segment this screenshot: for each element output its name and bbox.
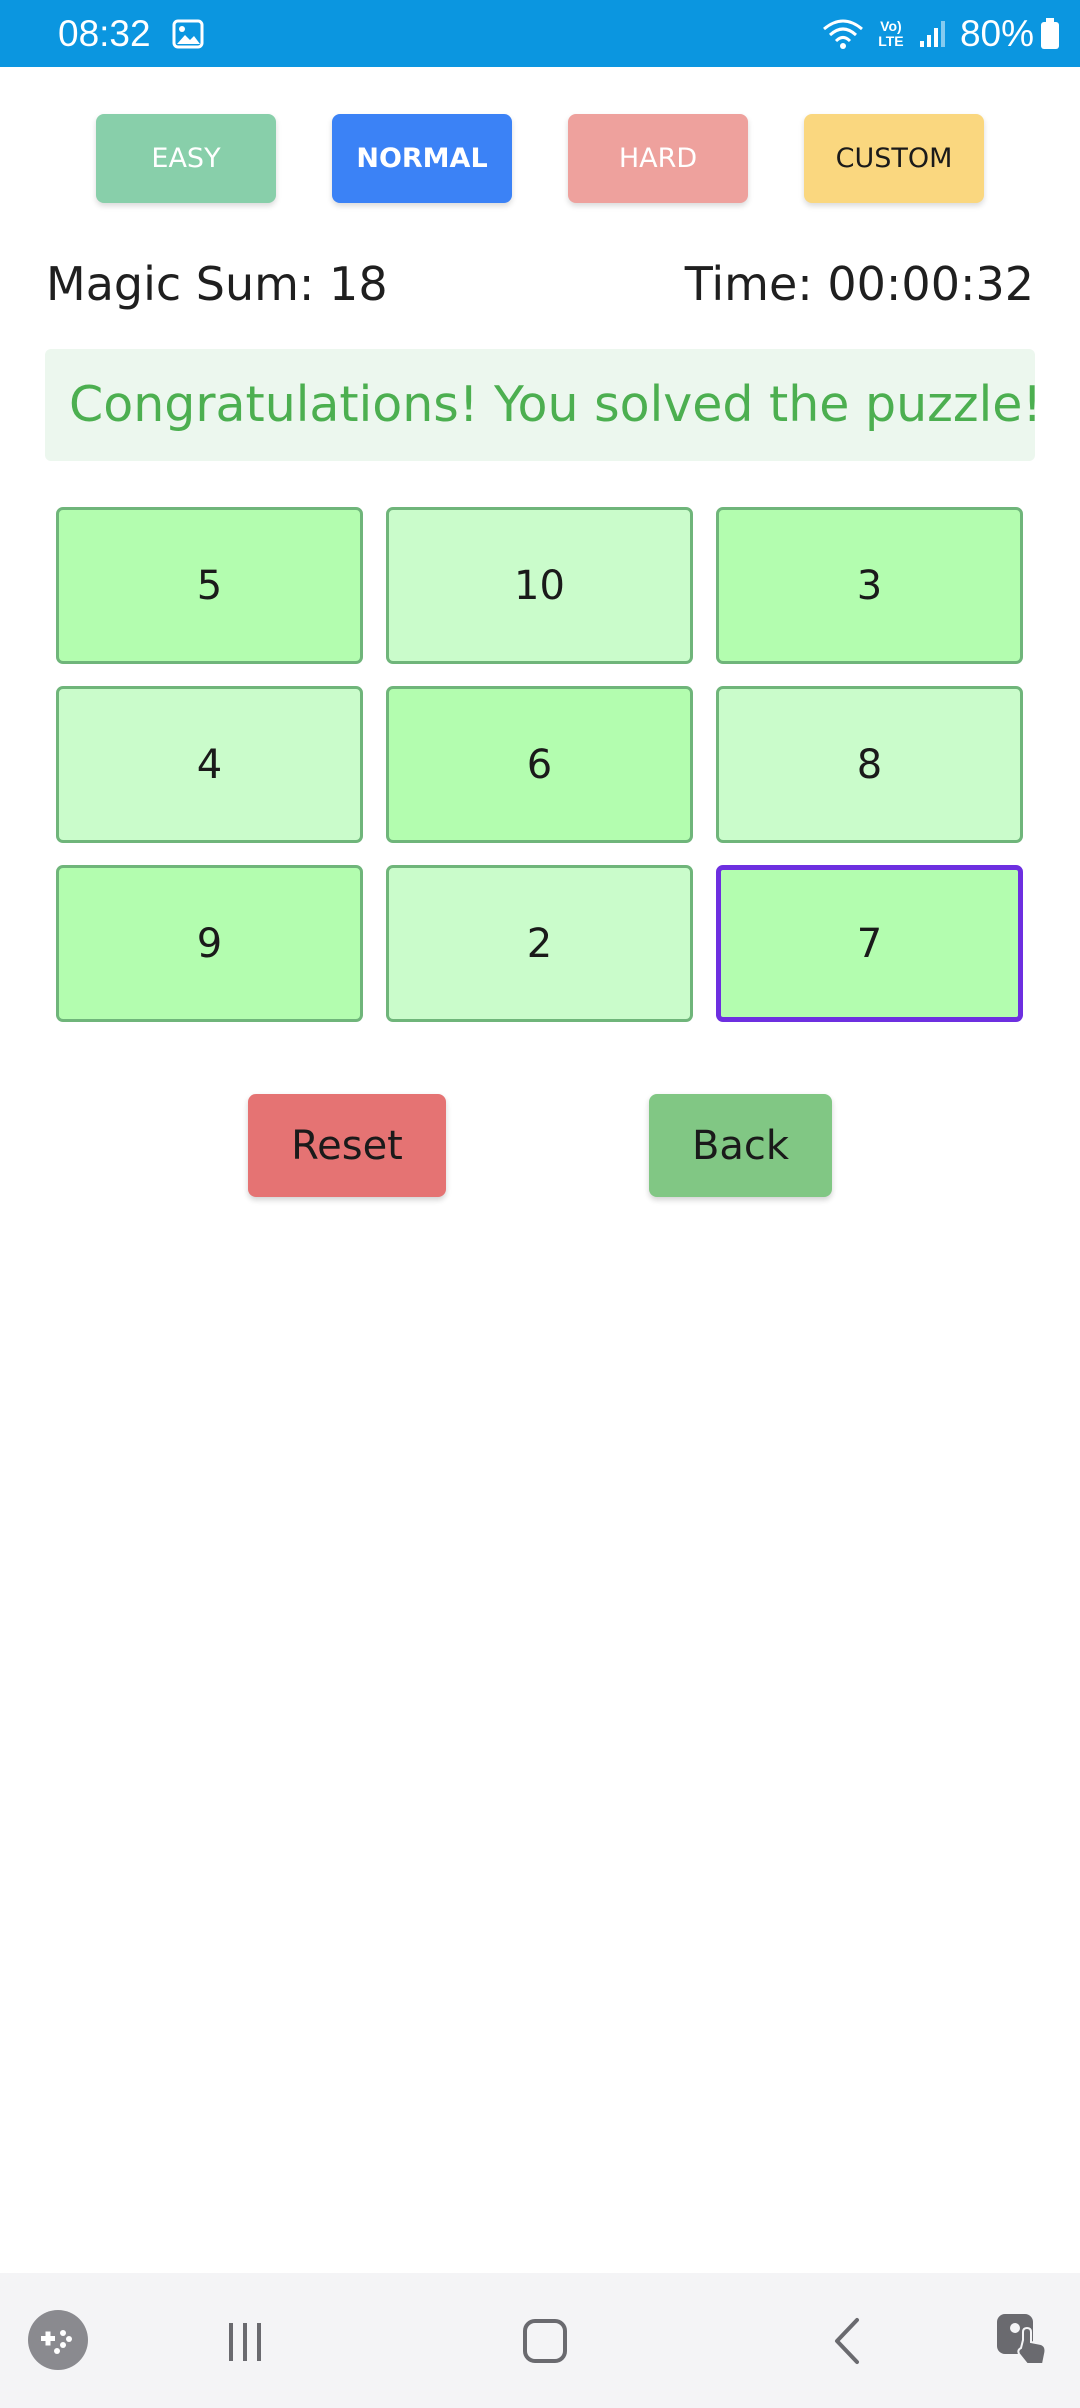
- recent-apps-icon[interactable]: [210, 2317, 280, 2367]
- grid-cell[interactable]: 5: [56, 507, 363, 664]
- grid-cell[interactable]: 4: [56, 686, 363, 843]
- magic-sum-label: Magic Sum: 18: [46, 257, 388, 311]
- battery-icon: [1041, 18, 1059, 49]
- accessibility-icon[interactable]: [990, 2307, 1056, 2373]
- status-time: 08:32: [58, 13, 151, 54]
- navigation-bar: [0, 2273, 1080, 2408]
- network-type-label: Vo) LTE: [878, 18, 904, 49]
- battery-percentage: 80%: [959, 13, 1034, 54]
- grid-cell-selected[interactable]: 7: [716, 865, 1023, 1022]
- hard-button[interactable]: HARD: [568, 114, 748, 203]
- status-bar: 08:32 Vo) LTE 80%: [0, 0, 1080, 67]
- grid-cell[interactable]: 2: [386, 865, 693, 1022]
- home-icon[interactable]: [510, 2313, 580, 2369]
- success-message: Congratulations! You solved the puzzle!: [69, 376, 1043, 433]
- grid-cell[interactable]: 8: [716, 686, 1023, 843]
- gallery-notification-icon: [172, 19, 204, 49]
- grid-cell[interactable]: 10: [386, 507, 693, 664]
- normal-button[interactable]: NORMAL: [332, 114, 512, 203]
- custom-button[interactable]: CUSTOM: [804, 114, 984, 203]
- easy-button[interactable]: EASY: [96, 114, 276, 203]
- grid-cell[interactable]: 6: [386, 686, 693, 843]
- timer-label: Time: 00:00:32: [684, 257, 1034, 311]
- success-banner: Congratulations! You solved the puzzle!: [45, 349, 1042, 461]
- status-right-group: Vo) LTE 80%: [822, 12, 1060, 56]
- reset-button[interactable]: Reset: [248, 1094, 446, 1197]
- back-icon[interactable]: [815, 2313, 879, 2369]
- wifi-icon: [822, 19, 863, 49]
- grid-cell[interactable]: 9: [56, 865, 363, 1022]
- game-launcher-icon[interactable]: [26, 2308, 90, 2372]
- signal-icon: [919, 21, 945, 47]
- back-button[interactable]: Back: [649, 1094, 832, 1197]
- grid-cell[interactable]: 3: [716, 507, 1023, 664]
